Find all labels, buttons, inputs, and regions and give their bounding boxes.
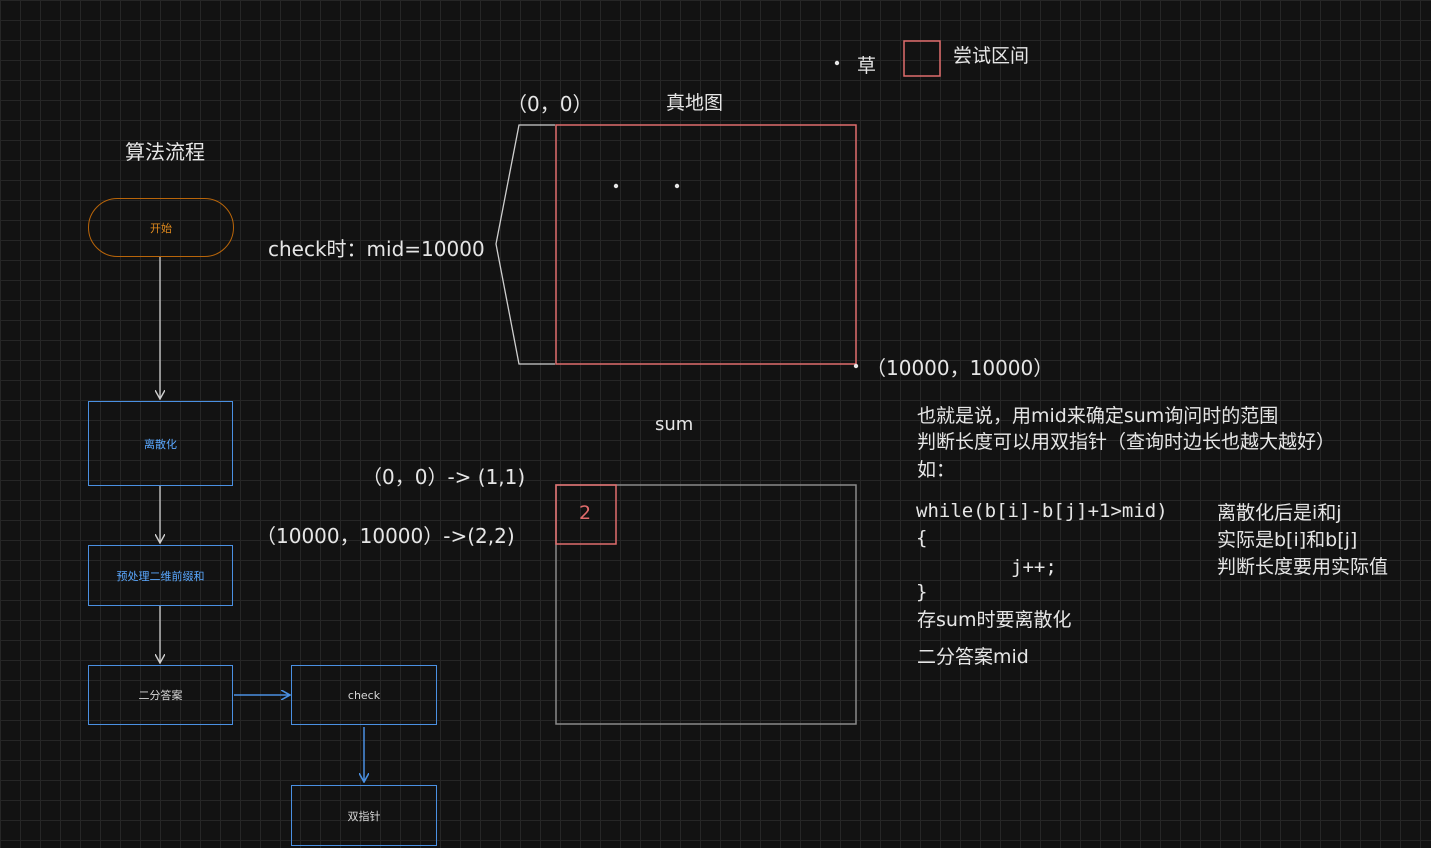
note-line-3: 如： bbox=[917, 459, 956, 481]
flow-prefix-sum-node[interactable]: 预处理二维前缀和 bbox=[88, 545, 233, 606]
note-line-5: 二分答案mid bbox=[917, 646, 1029, 668]
legend-try-range-label: 尝试区间 bbox=[953, 45, 1030, 67]
note-code-3: j++; bbox=[1011, 556, 1057, 578]
sum-mapping-corner: （10000，10000）->(2,2) bbox=[256, 524, 515, 548]
legend-grass-label: 草 bbox=[857, 55, 877, 77]
side-note-line-3: 判断长度要用实际值 bbox=[1217, 556, 1389, 578]
note-code-2: { bbox=[916, 527, 928, 549]
flow-start-node[interactable]: 开始 bbox=[88, 198, 234, 257]
sum-map-title: sum bbox=[655, 414, 694, 435]
real-map-corner-point bbox=[853, 363, 859, 369]
sum-cell-value: 2 bbox=[579, 502, 592, 524]
flow-two-pointers-node[interactable]: 双指针 bbox=[291, 785, 437, 846]
check-mid-label: check时：mid=10000 bbox=[268, 237, 485, 261]
side-note-line-1: 离散化后是i和j bbox=[1217, 502, 1342, 524]
note-code-1: while(b[i]-b[j]+1>mid) bbox=[916, 500, 1168, 522]
grass-point-1 bbox=[613, 183, 619, 189]
real-map-origin-label: （0，0） bbox=[507, 92, 593, 116]
sum-map-cell bbox=[555, 484, 617, 545]
flow-check-node[interactable]: check bbox=[291, 665, 437, 725]
flow-title: 算法流程 bbox=[125, 140, 205, 164]
real-map-corner-label: （10000，10000） bbox=[866, 356, 1054, 380]
flow-discretize-node[interactable]: 离散化 bbox=[88, 401, 233, 486]
grass-point-2 bbox=[674, 183, 680, 189]
real-map-title: 真地图 bbox=[666, 92, 724, 114]
note-line-4: 存sum时要离散化 bbox=[917, 609, 1072, 631]
sum-map-area bbox=[555, 484, 857, 725]
note-line-1: 也就是说，用mid来确定sum询问时的范围 bbox=[917, 405, 1279, 427]
real-map-area bbox=[555, 124, 857, 365]
check-bracket bbox=[495, 124, 555, 365]
side-note-line-2: 实际是b[i]和b[j] bbox=[1217, 529, 1358, 551]
legend-grass-dot bbox=[834, 60, 840, 66]
sum-mapping-origin: （0，0）-> (1,1) bbox=[362, 465, 526, 489]
note-line-2: 判断长度可以用双指针（查询时边长也越大越好） bbox=[917, 431, 1336, 453]
flow-binary-search-node[interactable]: 二分答案 bbox=[88, 665, 233, 725]
note-code-4: } bbox=[916, 581, 928, 603]
legend-try-range-swatch bbox=[903, 40, 941, 77]
